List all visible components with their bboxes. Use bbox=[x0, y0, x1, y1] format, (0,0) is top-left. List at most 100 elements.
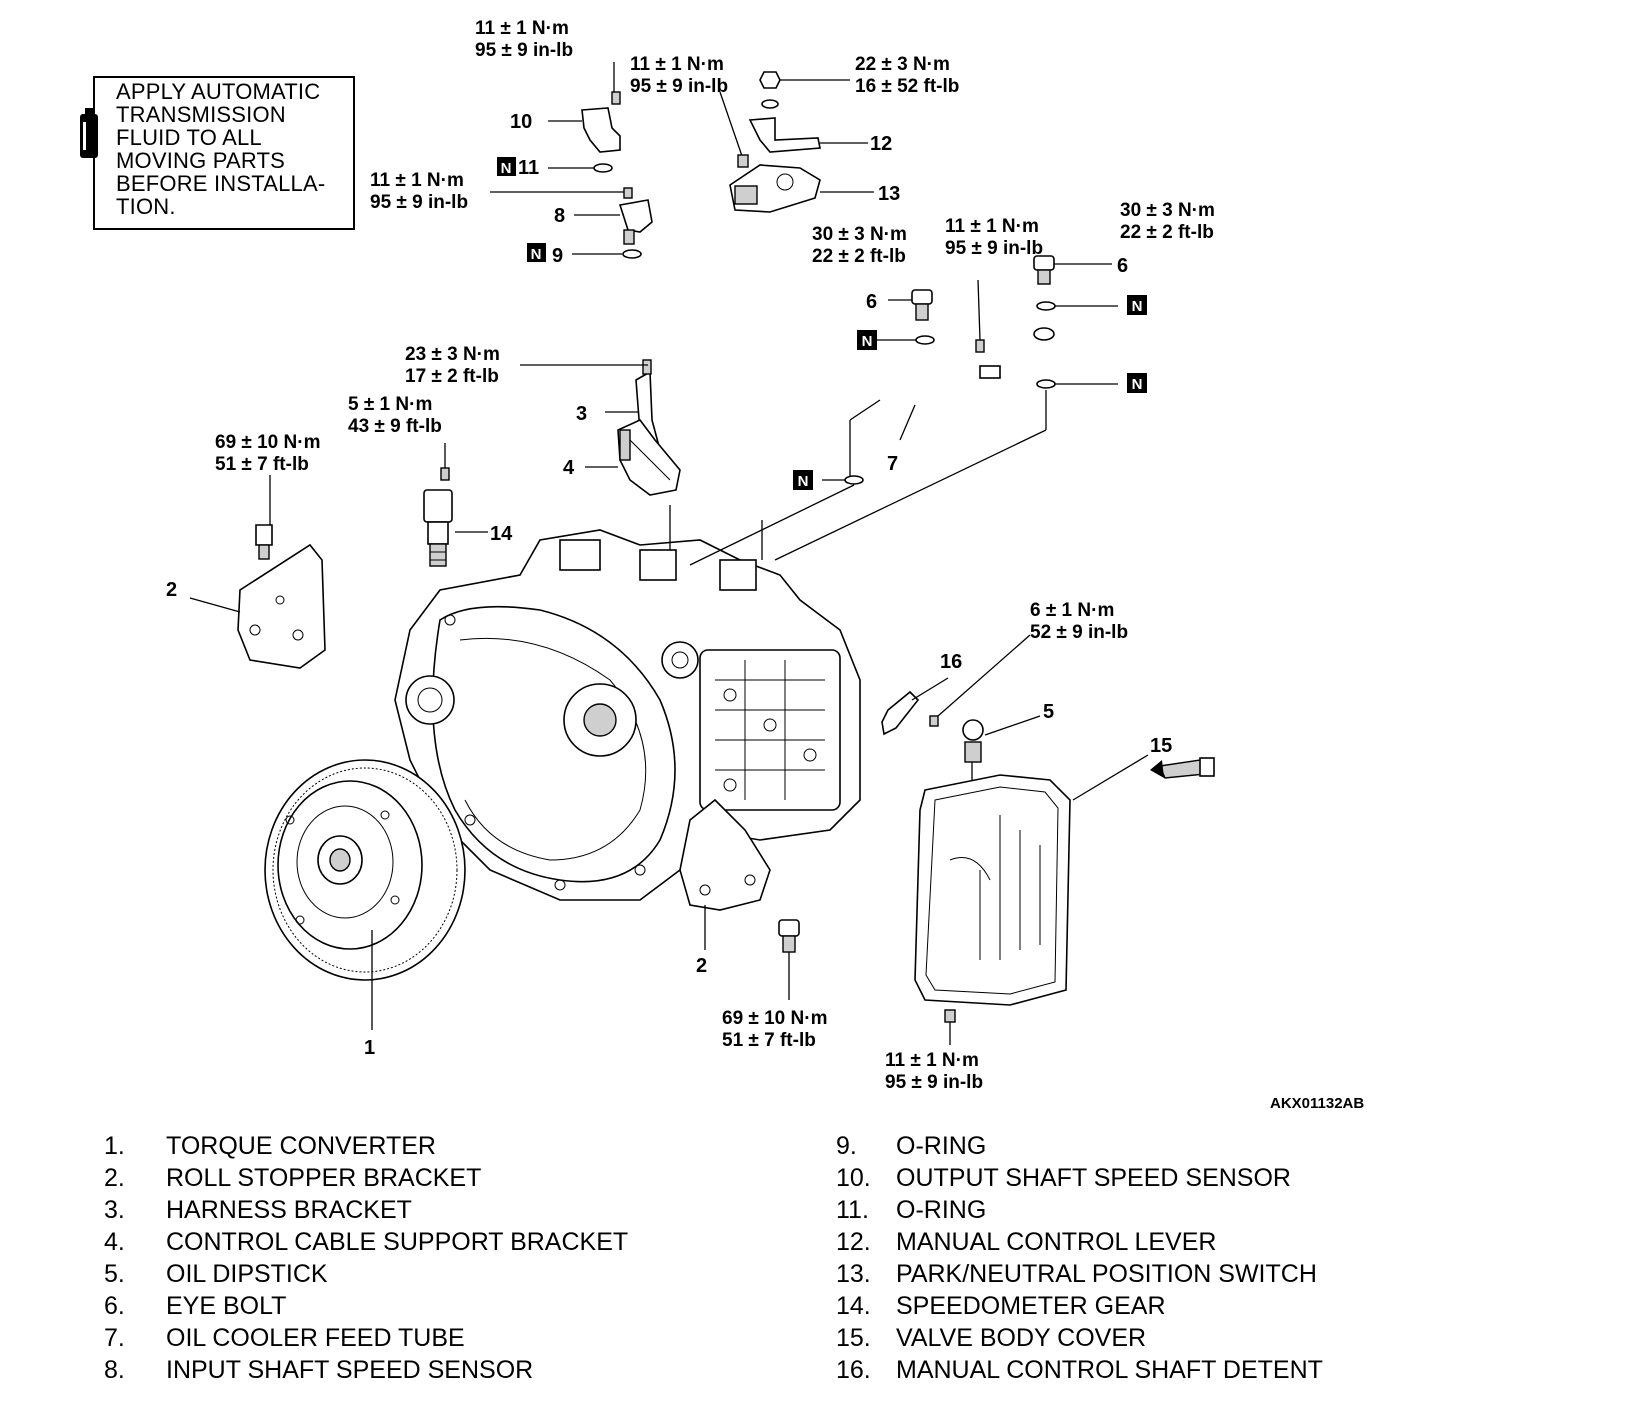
legend-item: 12.MANUAL CONTROL LEVER bbox=[836, 1226, 1323, 1258]
legend-label: EYE BOLT bbox=[166, 1292, 287, 1320]
torque-label: 22 ± 2 ft-lb bbox=[1120, 222, 1214, 243]
legend-label: ROLL STOPPER BRACKET bbox=[166, 1164, 482, 1192]
legend-label: MANUAL CONTROL LEVER bbox=[896, 1228, 1217, 1256]
legend-label: INPUT SHAFT SPEED SENSOR bbox=[166, 1356, 534, 1384]
transaxle-case bbox=[394, 505, 861, 901]
legend-number: 8. bbox=[104, 1356, 125, 1384]
callout-number: 13 bbox=[878, 183, 900, 205]
control-cable-support-bracket bbox=[617, 419, 681, 496]
torque-label: 95 ± 9 in-lb bbox=[475, 40, 573, 61]
legend-label: O-RING bbox=[896, 1132, 987, 1160]
legend-label: O-RING bbox=[896, 1196, 987, 1224]
legend-number: 11. bbox=[836, 1196, 869, 1224]
torque-label: 69 ± 10 N·m bbox=[722, 1008, 827, 1029]
park-neutral-position-switch bbox=[729, 164, 821, 213]
legend-item: 13.PARK/NEUTRAL POSITION SWITCH bbox=[836, 1258, 1323, 1290]
legend-item: 8. INPUT SHAFT SPEED SENSOR bbox=[104, 1354, 628, 1386]
torque-label: 30 ± 3 N·m bbox=[1120, 200, 1215, 221]
new-part-marker: N N N N N N bbox=[497, 157, 1147, 490]
legend-number: 6. bbox=[104, 1292, 125, 1320]
o-ring-lower bbox=[844, 475, 864, 485]
legend-item: 3.HARNESS BRACKET bbox=[104, 1194, 628, 1226]
svg-text:N: N bbox=[1132, 376, 1143, 393]
eye-bolt-left bbox=[911, 289, 933, 321]
legend-item: 9. O-RING bbox=[836, 1130, 1323, 1162]
callout-number: 6 bbox=[1117, 255, 1128, 277]
valve-body-cover bbox=[914, 774, 1071, 1006]
legend-number: 9. bbox=[836, 1132, 857, 1160]
oil-cooler-feed-tube bbox=[897, 327, 1055, 432]
callout-number: 7 bbox=[887, 453, 898, 475]
torque-label: 51 ± 7 ft-lb bbox=[722, 1030, 816, 1051]
torque-label: 95 ± 9 in-lb bbox=[370, 192, 468, 213]
o-ring-right-lower bbox=[1036, 379, 1056, 389]
legend-item: 4. CONTROL CABLE SUPPORT BRACKET bbox=[104, 1226, 628, 1258]
torque-label: 43 ± 9 ft-lb bbox=[348, 416, 442, 437]
torque-label: 69 ± 10 N·m bbox=[215, 432, 320, 453]
torque-label: 11 ± 1 N·m bbox=[630, 54, 724, 75]
torque-label: 22 ± 2 ft-lb bbox=[812, 246, 906, 267]
torque-label: 11 ± 1 N·m bbox=[885, 1050, 979, 1071]
legend-label: OUTPUT SHAFT SPEED SENSOR bbox=[896, 1164, 1291, 1192]
o-ring-11 bbox=[593, 163, 613, 173]
legend-item: 11. O-RING bbox=[836, 1194, 1323, 1226]
roll-stopper-bracket-left bbox=[237, 524, 326, 669]
legend-number: 4. bbox=[104, 1228, 125, 1256]
legend-label: PARK/NEUTRAL POSITION SWITCH bbox=[896, 1260, 1317, 1288]
torque-label: 17 ± 2 ft-lb bbox=[405, 366, 499, 387]
speedometer-gear bbox=[423, 467, 453, 567]
legend-label: OIL COOLER FEED TUBE bbox=[166, 1324, 465, 1352]
legend-item: 15. VALVE BODY COVER bbox=[836, 1322, 1323, 1354]
svg-text:N: N bbox=[798, 473, 809, 490]
legend-label: OIL DIPSTICK bbox=[166, 1260, 328, 1288]
torque-label: 23 ± 3 N·m bbox=[405, 344, 500, 365]
legend-item: 1.TORQUE CONVERTER bbox=[104, 1130, 628, 1162]
eye-bolt-right bbox=[1033, 255, 1055, 285]
legend-item: 16.MANUAL CONTROL SHAFT DETENT bbox=[836, 1354, 1323, 1386]
manual-control-lever-nut bbox=[759, 71, 781, 109]
legend-label: TORQUE CONVERTER bbox=[166, 1132, 436, 1160]
torque-label: 16 ± 52 ft-lb bbox=[855, 76, 959, 97]
legend-label: CONTROL CABLE SUPPORT BRACKET bbox=[166, 1228, 629, 1256]
legend-label: VALVE BODY COVER bbox=[896, 1324, 1147, 1352]
callout-number: 14 bbox=[490, 523, 513, 545]
torque-label: 30 ± 3 N·m bbox=[812, 224, 907, 245]
callout-number: 10 bbox=[510, 111, 532, 133]
o-ring-left-upper bbox=[915, 335, 935, 345]
legend-label: SPEEDOMETER GEAR bbox=[896, 1292, 1166, 1320]
legend-number: 7. bbox=[104, 1324, 125, 1352]
callout-number: 4 bbox=[563, 457, 575, 479]
output-shaft-speed-sensor bbox=[581, 91, 621, 153]
manual-control-shaft-detent bbox=[881, 690, 920, 736]
fluid-tube-icon bbox=[1150, 757, 1215, 779]
torque-label: 51 ± 7 ft-lb bbox=[215, 454, 309, 475]
input-shaft-speed-sensor bbox=[618, 187, 653, 245]
torque-label: 11 ± 1 N·m bbox=[945, 216, 1039, 237]
legend-number: 14. bbox=[836, 1292, 871, 1320]
torque-label: 95 ± 9 in-lb bbox=[630, 76, 728, 97]
o-ring-9 bbox=[622, 249, 642, 259]
torque-label: 95 ± 9 in-lb bbox=[945, 238, 1043, 259]
roll-stopper-bracket-right bbox=[679, 798, 771, 911]
callout-number: 15 bbox=[1150, 735, 1172, 757]
callout-number: 11 bbox=[518, 157, 539, 179]
callout-number: 1 bbox=[364, 1037, 375, 1059]
svg-text:N: N bbox=[531, 246, 542, 263]
legend-item: 5.OIL DIPSTICK bbox=[104, 1258, 628, 1290]
legend-item: 14. SPEEDOMETER GEAR bbox=[836, 1290, 1323, 1322]
legend-number: 16. bbox=[836, 1356, 871, 1384]
torque-label: 6 ± 1 N·m bbox=[1030, 600, 1114, 621]
legend-number: 2. bbox=[104, 1164, 125, 1192]
callout-number: 16 bbox=[940, 651, 962, 673]
torque-label: 11 ± 1 N·m bbox=[475, 18, 569, 39]
torque-label: 52 ± 9 in-lb bbox=[1030, 622, 1128, 643]
callout-number: 5 bbox=[1043, 701, 1054, 723]
callout-number: 9 bbox=[552, 245, 563, 267]
legend-item: 10.OUTPUT SHAFT SPEED SENSOR bbox=[836, 1162, 1323, 1194]
legend-number: 3. bbox=[104, 1196, 125, 1224]
torque-label: 95 ± 9 in-lb bbox=[885, 1072, 983, 1093]
legend-number: 15. bbox=[836, 1324, 871, 1352]
callout-number: 6 bbox=[866, 291, 877, 313]
